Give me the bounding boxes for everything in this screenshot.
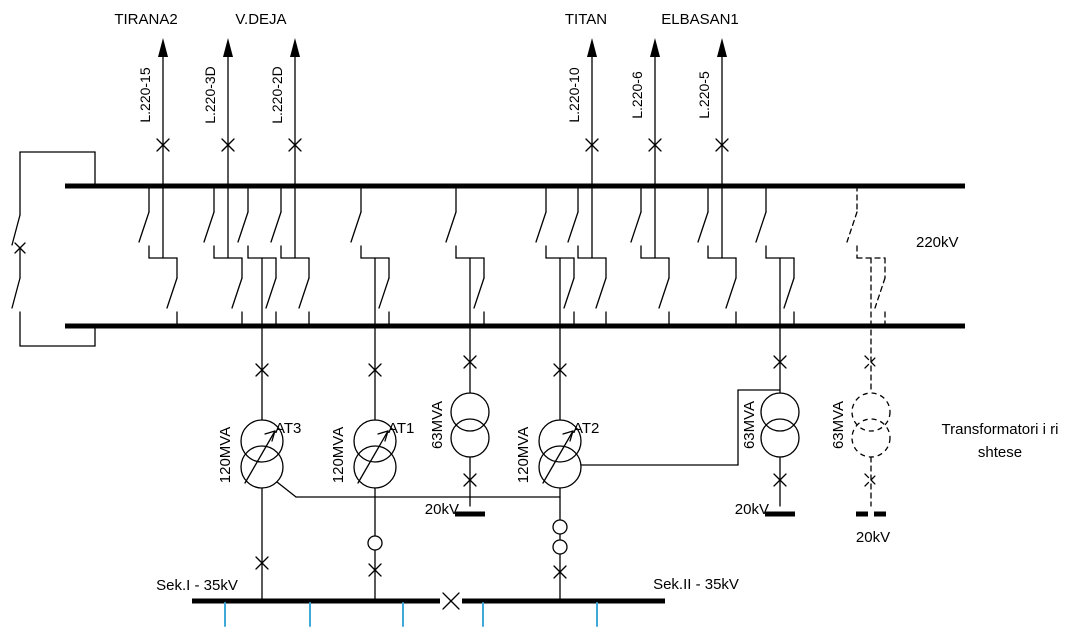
lv-label-63mva-2: 20kV [735,501,769,518]
transformer-rating-at2: 120MVA [515,427,532,483]
transformer-rating-63mva-1: 63MVA [429,401,446,449]
line-label-l220-2d: L.220-2D [269,66,285,124]
transformer-rating-63mva-new: 63MVA [830,401,847,449]
bus-coupler [11,151,96,347]
bay-transformer-63mva-2 [755,185,800,517]
station-label-elbasan1: ELBASAN1 [661,11,739,28]
bay-line-l220-15 [138,38,178,327]
bay-line-l220-5 [697,38,737,327]
line-label-l220-15: L.220-15 [137,67,153,122]
station-label-vdeja: V.DEJA [235,11,286,28]
note-new-transformer-line2: shtese [978,444,1022,461]
bay-transformer-at2 [535,185,582,602]
feeder-ticks-35kv [224,602,598,627]
transformer-label-at2: AT2 [573,420,599,437]
station-label-titan: TITAN [565,11,607,28]
bay-line-l220-2d [270,38,310,327]
note-new-transformer-line1: Transformatori i ri [942,421,1059,438]
lv-interconnections [276,389,781,498]
transformer-label-at3: AT3 [275,420,301,437]
bus-tie-35kv [442,592,460,610]
bay-transformer-63mva-new [846,185,891,517]
line-label-l220-3d: L.220-3D [202,66,218,124]
line-label-l220-6: L.220-6 [629,71,645,119]
station-label-tirana2: TIRANA2 [114,11,177,28]
bay-transformer-at1 [350,185,397,602]
transformer-rating-at3: 120MVA [217,427,234,483]
transformer-rating-at1: 120MVA [330,427,347,483]
transformer-label-at1: AT1 [388,420,414,437]
lv-label-63mva-new: 20kV [856,529,890,546]
busbar-label-220kv: 220kV [916,234,959,251]
transformer-rating-63mva-2: 63MVA [741,401,758,449]
lv-label-63mva-1: 20kV [425,501,459,518]
bay-line-l220-10 [567,38,607,327]
bay-line-l220-3d [203,38,243,327]
diagram-labels: TIRANA2 V.DEJA TITAN ELBASAN1 L.220-15 L… [114,11,1058,594]
busbar-label-sek1: Sek.I - 35kV [156,577,238,594]
line-label-l220-5: L.220-5 [696,71,712,119]
line-label-l220-10: L.220-10 [566,67,582,122]
bay-transformer-63mva-1 [445,185,490,517]
bay-transformer-at3 [237,185,284,602]
busbar-label-sek2: Sek.II - 35kV [653,576,739,593]
wiring [11,38,965,627]
bay-line-l220-6 [630,38,670,327]
